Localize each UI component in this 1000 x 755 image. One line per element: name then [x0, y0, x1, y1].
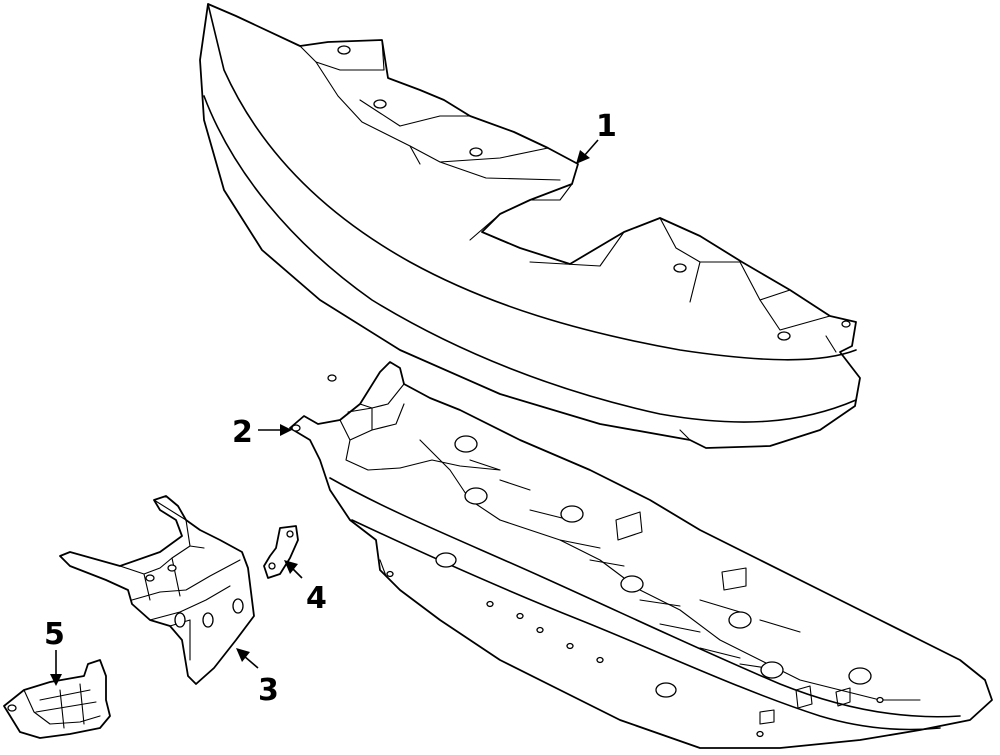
part-3-deflector-bracket — [59, 495, 255, 685]
callout-arrows — [50, 139, 599, 686]
callout-5: 5 — [44, 617, 65, 652]
part-1-upper-cover — [199, 3, 861, 449]
callout-2: 2 — [232, 415, 253, 450]
shield-slots — [469, 459, 801, 671]
part-5-lower-tray — [3, 659, 111, 739]
part-2-splash-shield — [289, 361, 993, 749]
part-4-small-bracket — [263, 525, 299, 579]
callout-3: 3 — [258, 673, 279, 708]
callout-4: 4 — [306, 581, 327, 616]
callout-1: 1 — [596, 109, 617, 144]
